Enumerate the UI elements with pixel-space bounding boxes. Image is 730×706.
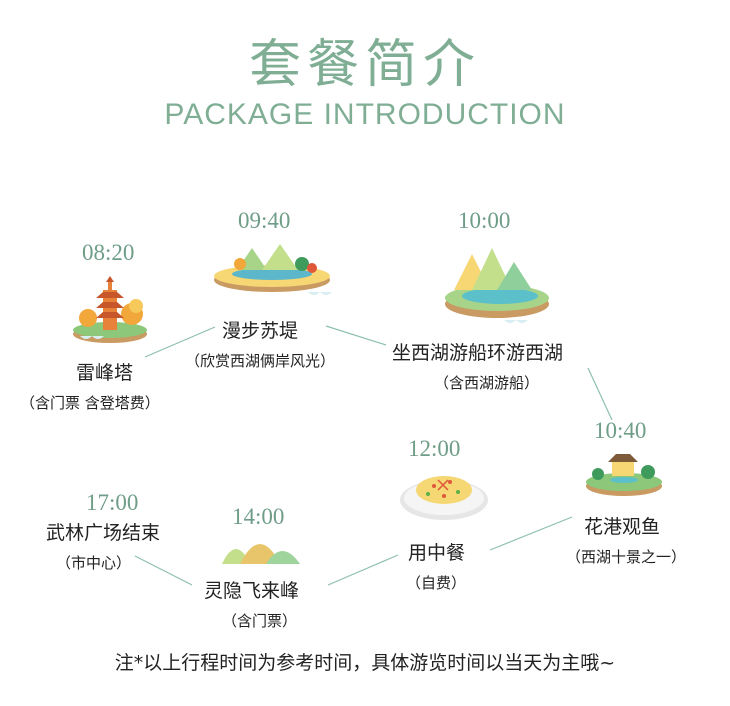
stop-4-note: （西湖十景之一）: [566, 548, 687, 566]
stop-3-time: 10:00: [458, 208, 511, 233]
stop-6-name: 灵隐飞来峰: [204, 580, 300, 602]
footer-note: 注*以上行程时间为参考时间，具体游览时间以当天为主哦~: [114, 652, 616, 674]
stop-7-name: 武林广场结束: [46, 522, 161, 544]
stop-7-note: （市中心）: [56, 554, 132, 572]
connector-4: [489, 516, 573, 551]
connector-2: [325, 325, 387, 346]
fried-rice-icon: [400, 476, 488, 520]
stop-3-name: 坐西湖游船环游西湖: [392, 342, 564, 364]
stop-4-time: 10:40: [594, 418, 647, 443]
stop-6-time: 14:00: [232, 504, 285, 529]
stop-2-time: 09:40: [238, 208, 291, 233]
stop-1-time: 08:20: [82, 240, 135, 265]
stop-2-name: 漫步苏堤: [222, 320, 299, 342]
stop-2-note: （欣赏西湖俩岸风光）: [185, 352, 336, 370]
hills-icon: [222, 544, 300, 564]
connector-3: [587, 367, 613, 421]
stop-6-note: （含门票）: [222, 612, 298, 630]
connector-5: [327, 554, 399, 586]
page-subtitle: PACKAGE INTRODUCTION: [164, 98, 566, 131]
stop-4-name: 花港观鱼: [584, 516, 661, 538]
stop-7-time: 17:00: [86, 490, 139, 515]
connector-1: [144, 326, 216, 358]
connector-6: [134, 555, 193, 586]
boat-island-icon: [445, 248, 549, 323]
stop-1-note: （含门票 含登塔费）: [20, 394, 160, 412]
pagoda-icon: [73, 276, 147, 343]
stop-5-note: （自费）: [406, 574, 467, 592]
page-title: 套餐简介: [248, 35, 481, 95]
garden-island-icon: [586, 454, 662, 496]
stop-1-name: 雷峰塔: [76, 362, 134, 384]
lake-island-icon: [214, 244, 332, 295]
stop-5-time: 12:00: [408, 436, 461, 461]
stop-3-note: （含西湖游船）: [434, 374, 540, 392]
stop-5-name: 用中餐: [408, 542, 466, 564]
